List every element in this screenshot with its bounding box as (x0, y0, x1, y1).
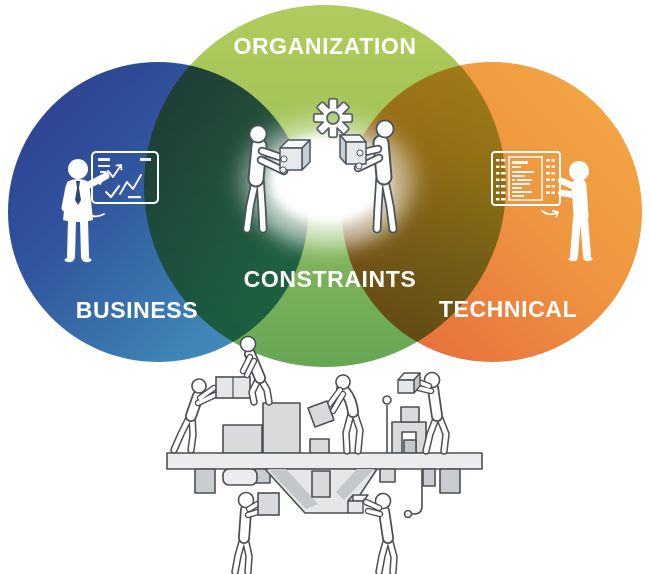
worker-lifting (397, 371, 450, 455)
business-presentation-icon (61, 151, 159, 263)
gear-icon (312, 97, 354, 139)
passed-box (215, 376, 251, 399)
worker-climbing (239, 335, 273, 406)
worker-below-right (347, 492, 398, 574)
update-arrow (541, 210, 559, 216)
business-label: BUSINESS (75, 297, 199, 323)
left-box (279, 139, 311, 171)
right-worker-figure (351, 119, 398, 234)
code-screen (491, 151, 561, 206)
worker-below-left (231, 491, 280, 574)
constraints-label: CONSTRAINTS (243, 266, 417, 292)
teamwork-construction-illustration (166, 335, 483, 574)
technical-code-screen-icon (491, 151, 593, 262)
worker-bending (307, 374, 364, 455)
technical-label: TECHNICAL (438, 296, 578, 322)
box-exchange-workers-icon (242, 119, 398, 234)
worker-passing-box (170, 378, 219, 454)
developer-figure (558, 161, 593, 262)
presentation-board (91, 151, 159, 204)
platform-structure (166, 395, 483, 519)
right-box (339, 134, 367, 165)
presenter-figure (61, 159, 110, 263)
left-worker-figure (242, 124, 291, 234)
organization-label: ORGANIZATION (233, 33, 417, 59)
